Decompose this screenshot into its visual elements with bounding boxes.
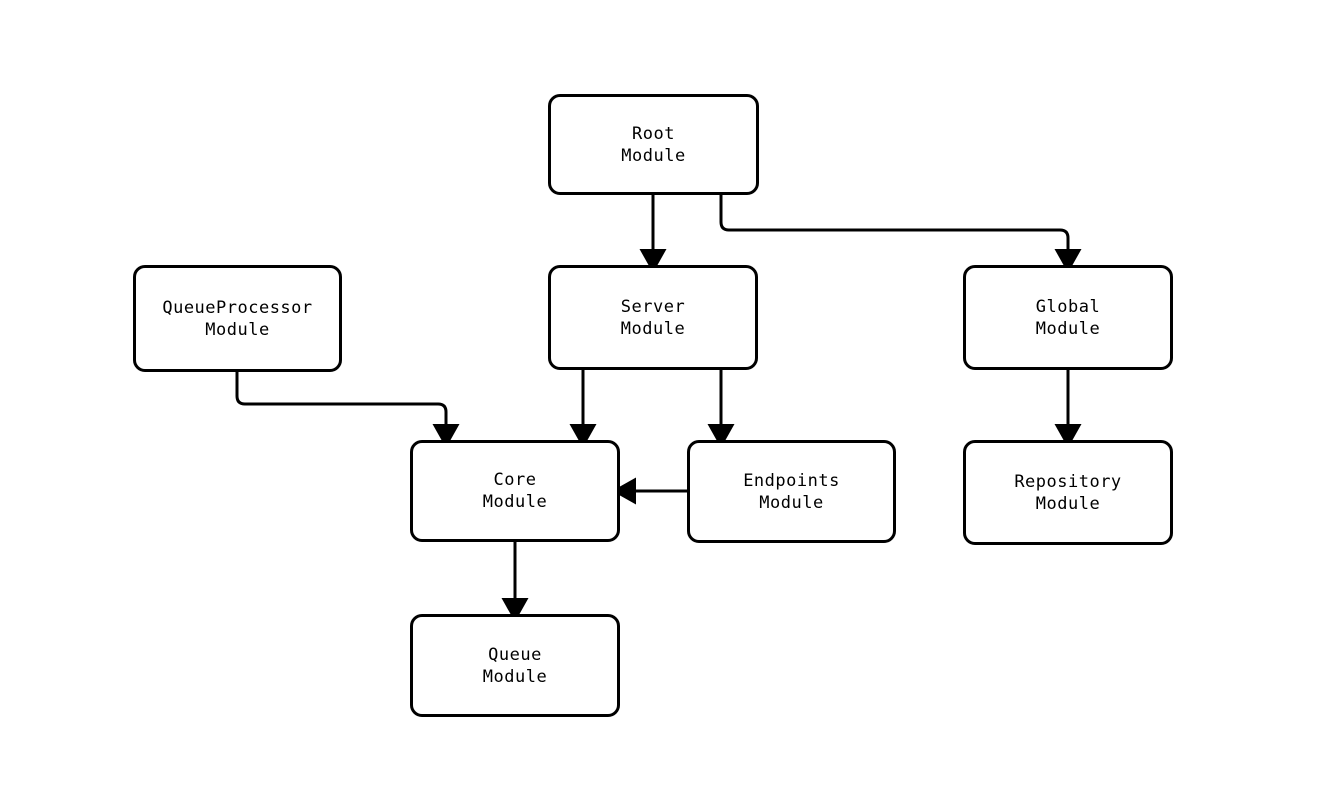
node-server-subtitle: Module bbox=[620, 318, 686, 339]
node-core-subtitle: Module bbox=[482, 492, 548, 512]
edge-root-to-global bbox=[719, 195, 1082, 273]
node-core-title: Core bbox=[493, 470, 537, 490]
node-root-title: Root bbox=[632, 123, 675, 144]
node-queueprocessor-subtitle: Module bbox=[205, 319, 270, 340]
node-global-subtitle: Module bbox=[1035, 318, 1101, 339]
node-server-title: Server bbox=[620, 296, 686, 317]
node-repository-subtitle: Module bbox=[1035, 493, 1101, 514]
node-queue-subtitle: Module bbox=[482, 666, 548, 687]
node-global-title: Global bbox=[1035, 296, 1101, 317]
node-queueprocessor-title: QueueProcessor bbox=[162, 297, 313, 318]
node-endpoints-subtitle: Module bbox=[759, 492, 824, 513]
edge-queueprocessor-to-core bbox=[235, 372, 460, 448]
node-endpoints-title: Endpoints bbox=[743, 470, 840, 491]
node-root-subtitle: Module bbox=[621, 145, 686, 166]
node-repository-title: Repository bbox=[1014, 471, 1122, 492]
node-queue-title: Queue bbox=[488, 644, 542, 665]
